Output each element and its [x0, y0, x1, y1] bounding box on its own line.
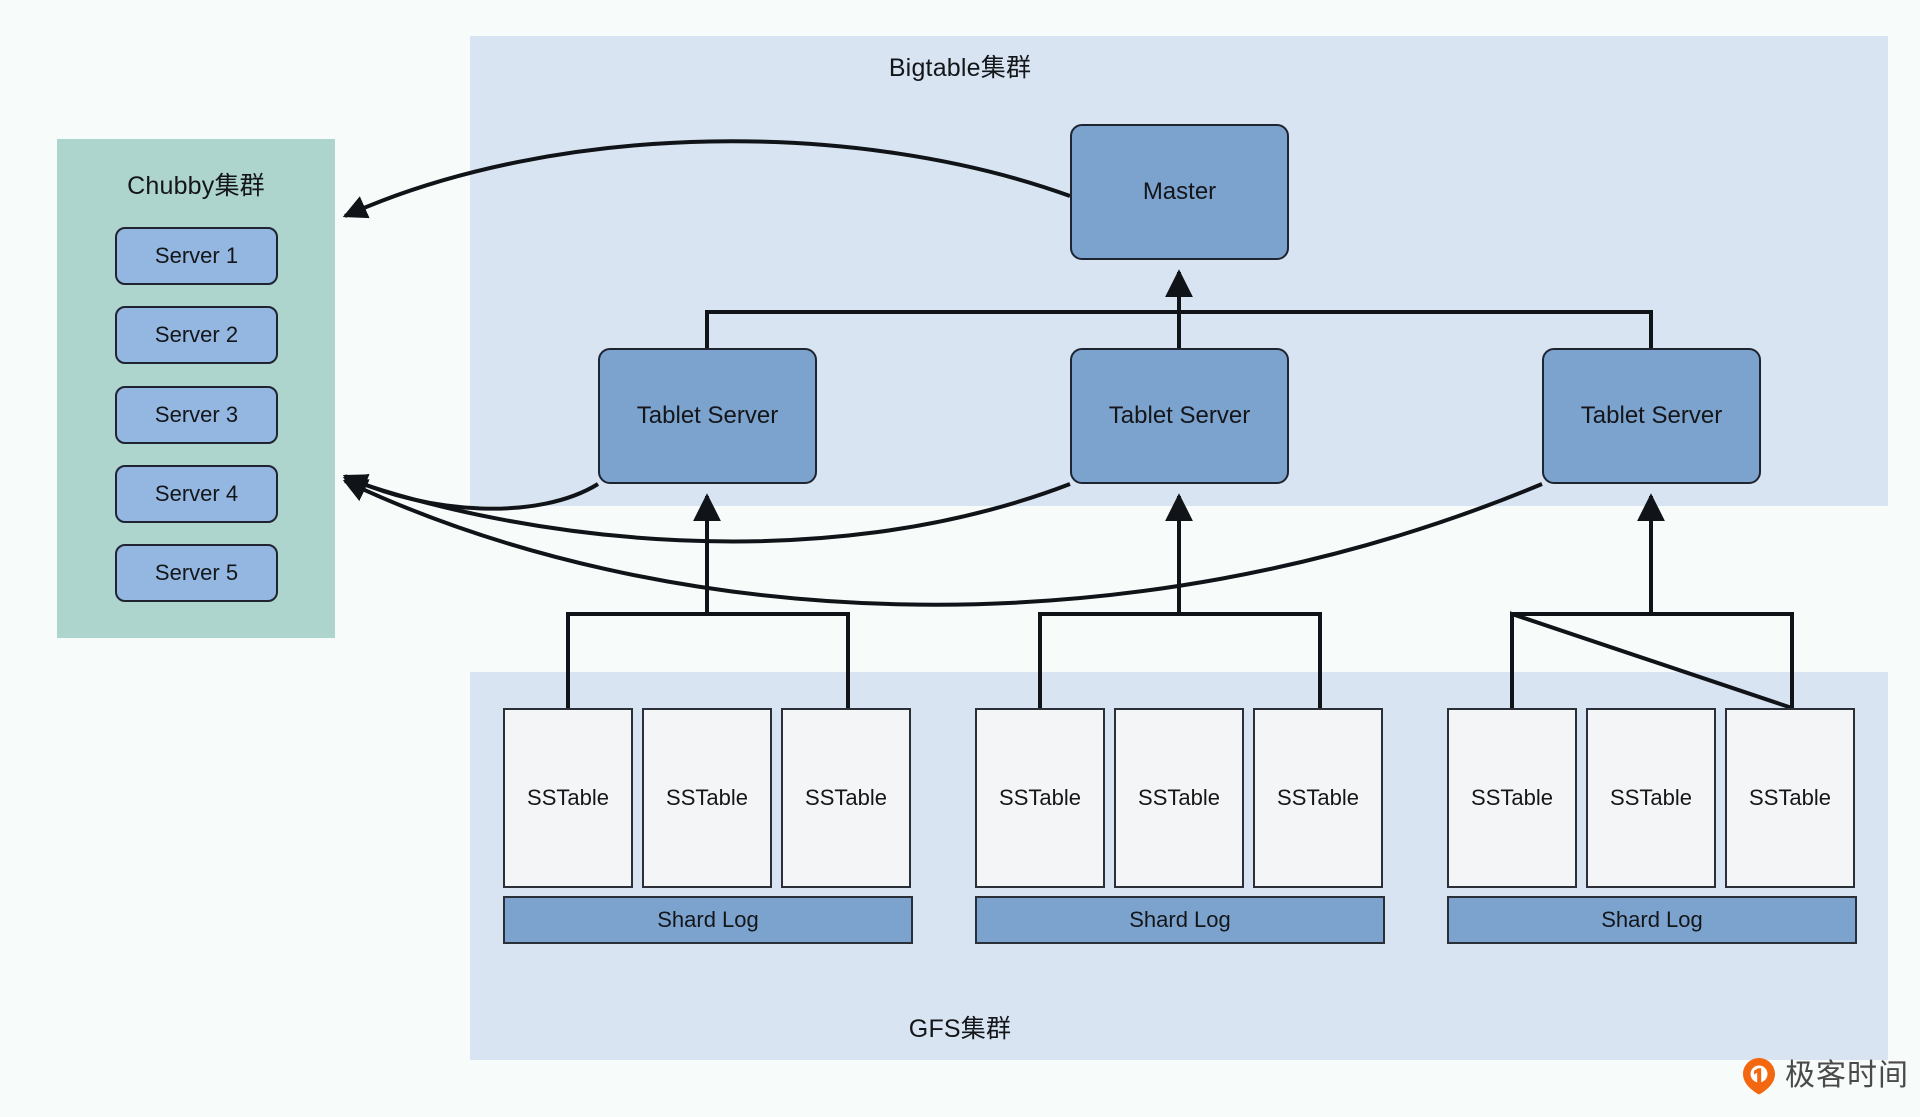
- tablet-server-1-label: Tablet Server: [636, 402, 779, 429]
- chubby-server-5[interactable]: Server 5: [115, 544, 278, 602]
- master-node[interactable]: Master: [1070, 124, 1289, 260]
- watermark: 极客时间: [1742, 1057, 1909, 1095]
- sstable-3-1[interactable]: SSTable: [1447, 708, 1577, 888]
- chubby-server-4[interactable]: Server 4: [115, 465, 278, 523]
- shard-log-3[interactable]: Shard Log: [1447, 896, 1857, 944]
- tablet-server-1[interactable]: Tablet Server: [598, 348, 817, 484]
- sstable-2-1-label: SSTable: [999, 785, 1081, 810]
- chubby-server-4-label: Server 4: [154, 481, 239, 506]
- geektime-logo-icon: [1743, 1058, 1775, 1095]
- chubby-server-3-label: Server 3: [154, 402, 239, 427]
- sstable-3-2-label: SSTable: [1610, 785, 1692, 810]
- sstable-3-3-label: SSTable: [1749, 785, 1831, 810]
- chubby-server-2-label: Server 2: [154, 322, 239, 347]
- sstable-1-2[interactable]: SSTable: [642, 708, 772, 888]
- sstable-2-2-label: SSTable: [1138, 785, 1220, 810]
- master-node-label: Master: [1142, 178, 1217, 205]
- chubby-server-5-label: Server 5: [154, 560, 239, 585]
- shard-log-1[interactable]: Shard Log: [503, 896, 913, 944]
- sstable-3-3[interactable]: SSTable: [1725, 708, 1855, 888]
- chubby-server-1-label: Server 1: [154, 243, 239, 268]
- sstable-3-2[interactable]: SSTable: [1586, 708, 1716, 888]
- shard-log-1-label: Shard Log: [657, 907, 759, 932]
- sstable-2-3[interactable]: SSTable: [1253, 708, 1383, 888]
- tablet-server-3[interactable]: Tablet Server: [1542, 348, 1761, 484]
- gfs-cluster-title: GFS集群: [908, 1015, 1012, 1043]
- tablet-server-2-label: Tablet Server: [1108, 402, 1251, 429]
- sstable-1-3[interactable]: SSTable: [781, 708, 911, 888]
- sstable-2-2[interactable]: SSTable: [1114, 708, 1244, 888]
- tablet-server-3-label: Tablet Server: [1580, 402, 1723, 429]
- sstable-1-1-label: SSTable: [527, 785, 609, 810]
- chubby-server-2[interactable]: Server 2: [115, 306, 278, 364]
- shard-log-2-label: Shard Log: [1129, 907, 1231, 932]
- sstable-2-3-label: SSTable: [1277, 785, 1359, 810]
- sstable-1-1[interactable]: SSTable: [503, 708, 633, 888]
- watermark-text: 极客时间: [1785, 1059, 1909, 1092]
- chubby-server-1[interactable]: Server 1: [115, 227, 278, 285]
- sstable-2-1[interactable]: SSTable: [975, 708, 1105, 888]
- sstable-1-3-label: SSTable: [805, 785, 887, 810]
- chubby-cluster-title: Chubby集群: [127, 172, 265, 200]
- shard-log-3-label: Shard Log: [1601, 907, 1703, 932]
- chubby-server-3[interactable]: Server 3: [115, 386, 278, 444]
- shard-log-2[interactable]: Shard Log: [975, 896, 1385, 944]
- sstable-1-2-label: SSTable: [666, 785, 748, 810]
- tablet-server-2[interactable]: Tablet Server: [1070, 348, 1289, 484]
- sstable-3-1-label: SSTable: [1471, 785, 1553, 810]
- bigtable-cluster-title: Bigtable集群: [888, 54, 1032, 82]
